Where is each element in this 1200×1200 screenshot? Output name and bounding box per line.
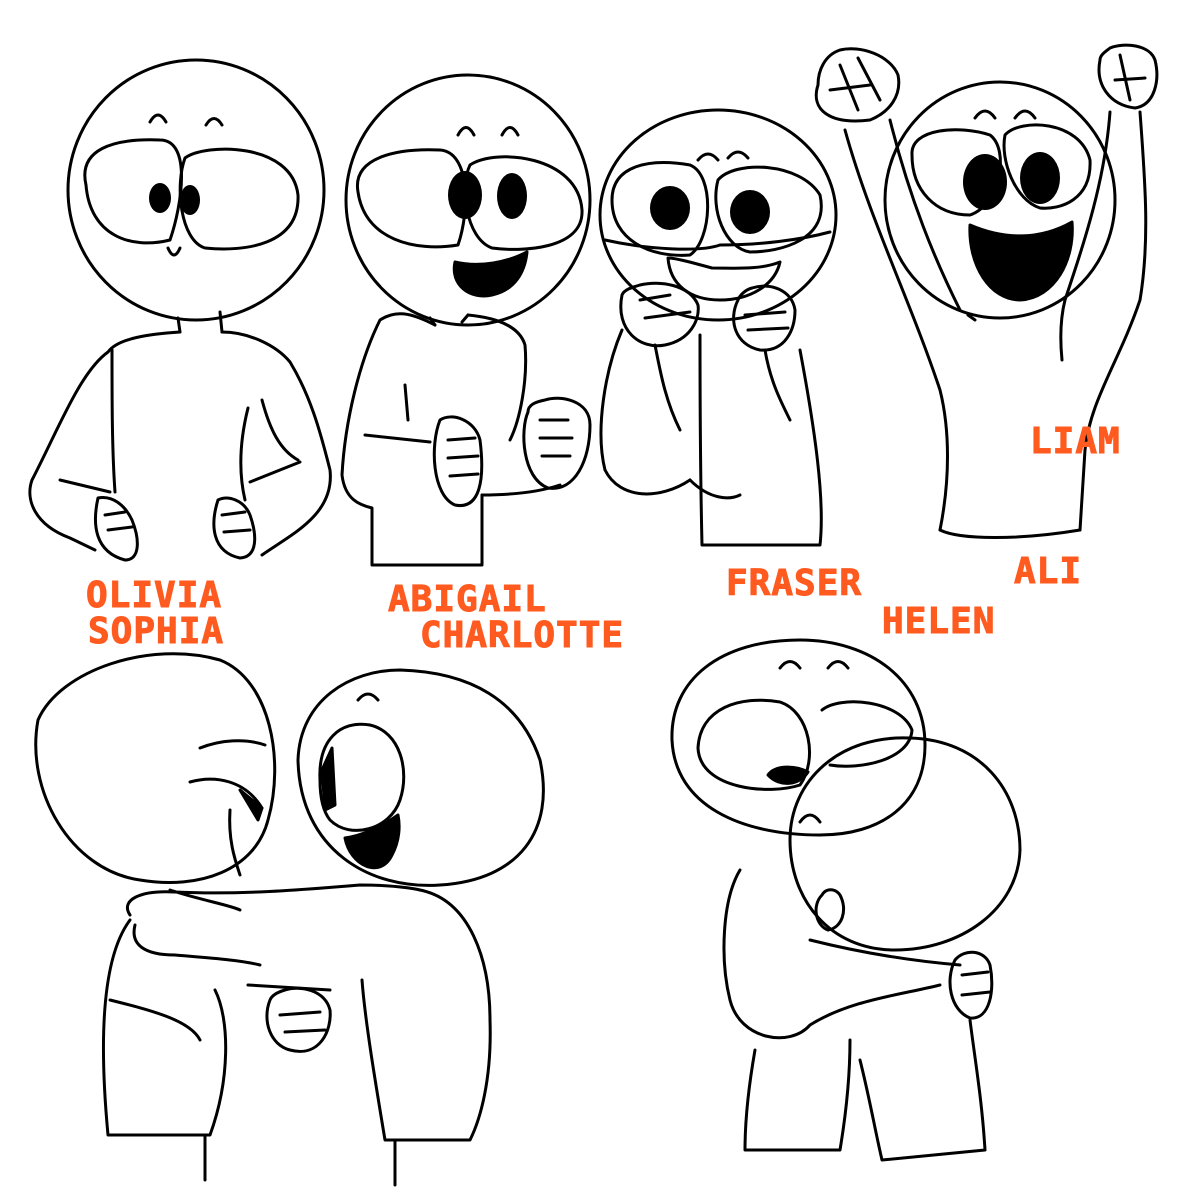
arms-hug — [126, 883, 422, 967]
brow-left — [696, 152, 720, 162]
head-left — [34, 652, 277, 884]
neck — [176, 310, 224, 334]
figure-fist-pump — [340, 73, 592, 567]
arm-right — [1059, 110, 1148, 532]
eye-right — [318, 722, 406, 832]
pupil-right — [320, 746, 337, 812]
arm-right — [480, 483, 562, 497]
mouth — [452, 250, 529, 298]
eye-front — [814, 888, 845, 932]
head-back — [670, 638, 927, 837]
label-charlotte: CHARLOTTE — [419, 615, 625, 656]
pupil-back — [766, 765, 810, 785]
mouth — [166, 246, 182, 257]
eye-right — [714, 165, 823, 254]
brow-right — [726, 150, 750, 160]
fist-right — [522, 396, 592, 490]
brow-left — [456, 126, 476, 137]
pupil-left — [149, 183, 171, 213]
figure-pair-hug — [670, 638, 1022, 1162]
label-olivia: OLIVIA — [85, 575, 223, 616]
pupil-right — [730, 190, 770, 234]
hand-back — [948, 950, 994, 1020]
mouth-left — [228, 808, 242, 877]
figure-shy — [598, 108, 838, 547]
arm-details — [653, 343, 792, 500]
arm-around — [722, 868, 962, 1040]
body-back — [743, 1038, 852, 1152]
arm-right-inner — [239, 398, 302, 502]
body-right — [203, 888, 492, 1187]
pupil-left — [963, 154, 1007, 210]
body-left — [102, 918, 228, 1137]
body-front — [858, 1018, 987, 1162]
pupil-left — [448, 171, 482, 219]
label-abigail: ABIGAIL — [388, 579, 547, 620]
label-ali: ALI — [1013, 551, 1083, 592]
eye-back — [696, 698, 914, 791]
pupil-right — [180, 185, 200, 215]
eye-left — [610, 161, 710, 257]
figure-hands-on-hips — [28, 58, 332, 562]
head — [883, 80, 1117, 320]
mouth — [968, 220, 1074, 302]
brow-right — [500, 126, 520, 137]
arm-left — [843, 118, 962, 532]
arm-left — [363, 383, 432, 444]
head-right — [296, 668, 545, 887]
eye-right — [1002, 123, 1092, 210]
mouth-right — [343, 813, 401, 870]
glasses-band — [603, 230, 832, 251]
brow-back — [778, 660, 850, 670]
label-helen: HELEN — [881, 601, 996, 642]
brow-right — [356, 692, 380, 702]
torso — [340, 312, 528, 567]
pupil-left — [650, 186, 690, 230]
figure-pair-whisper — [34, 652, 545, 1187]
label-liam: LIAM — [1030, 421, 1121, 462]
hand-right — [212, 496, 257, 560]
head — [598, 108, 838, 322]
fist-left — [814, 47, 901, 123]
torso-bottom — [938, 313, 1082, 539]
hand-right — [732, 284, 797, 352]
brow-left — [973, 109, 997, 120]
body — [599, 328, 823, 547]
hand-pat — [265, 986, 332, 1053]
pupil-right — [1020, 152, 1060, 204]
figure-arms-raised — [814, 43, 1159, 539]
head — [66, 58, 326, 322]
fist-left — [432, 415, 484, 507]
brow-right — [1013, 109, 1037, 120]
brow-right — [204, 117, 224, 127]
eye-lash-left — [238, 788, 264, 822]
head-front — [788, 736, 1022, 952]
hand-left — [619, 281, 700, 348]
fist-right — [1097, 43, 1159, 110]
hand-left — [94, 495, 139, 562]
head — [344, 73, 592, 327]
eye-right — [178, 147, 300, 251]
label-fraser: FRASER — [725, 563, 863, 604]
brow-left — [148, 113, 168, 124]
brow-front — [798, 813, 822, 824]
arm-left-inner — [58, 348, 117, 494]
label-sophia: SOPHIA — [87, 611, 225, 652]
mouth — [666, 256, 782, 302]
closed-eye-left — [188, 739, 267, 810]
torso — [28, 330, 332, 557]
pupil-right — [497, 173, 527, 219]
